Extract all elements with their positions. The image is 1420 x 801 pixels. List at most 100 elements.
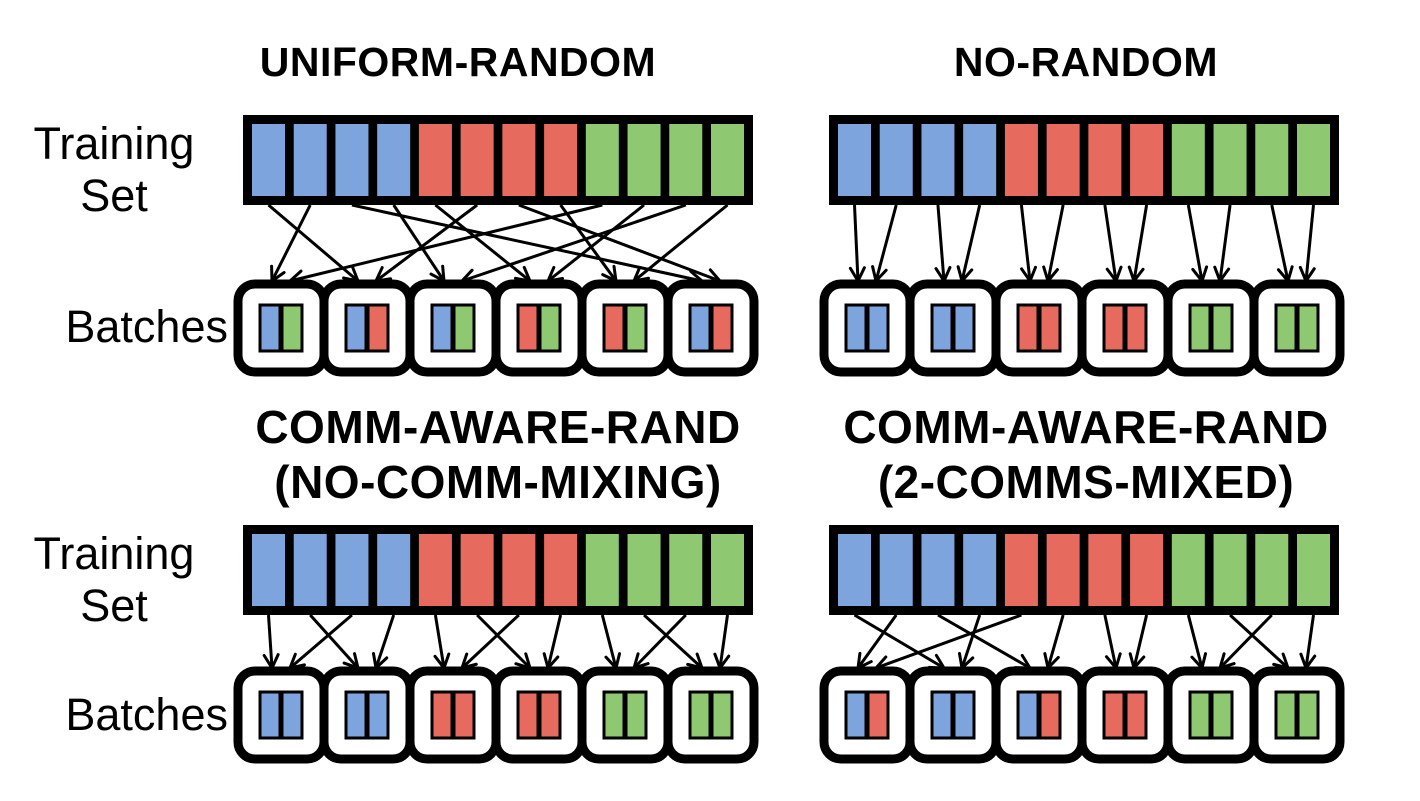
training-cell-green (667, 532, 705, 608)
assignment-arrow (720, 614, 728, 668)
batch-item-cell-green (1296, 303, 1320, 353)
batch-item-cell-blue (1016, 690, 1040, 740)
batch-item-cell-green (452, 303, 476, 353)
batch-item-cell-red (1102, 303, 1126, 353)
batch-item-cell-red (1124, 303, 1148, 353)
batch-item-cell-red (866, 690, 890, 740)
assignment-arrow (290, 203, 603, 281)
assignment-arrow (853, 613, 945, 668)
batch-item-cell-green (538, 303, 562, 353)
assignment-arrow (1270, 204, 1288, 281)
batch-item-cell-blue (430, 303, 454, 353)
assignment-arrow (1229, 613, 1288, 668)
batch-item-cell-green (1210, 690, 1234, 740)
batch-item-cell-red (1038, 690, 1062, 740)
training-cell-red (1128, 122, 1166, 198)
batch-item-cell-blue (366, 690, 390, 740)
training-set-label-top-line2: Set (80, 170, 148, 221)
batches-label-top: Batches (65, 301, 228, 352)
assignment-arrow (559, 204, 616, 281)
batch-item-cell-red (516, 303, 540, 353)
assignment-arrow (1048, 204, 1065, 281)
assignment-arrow (962, 204, 982, 281)
assignment-arrow (309, 613, 358, 668)
batch-item-cell-green (688, 690, 712, 740)
training-cell-green (625, 532, 663, 608)
assignment-arrow (518, 203, 720, 281)
assignment-arrow (876, 613, 1022, 668)
training-cell-red (500, 532, 538, 608)
assignment-arrow (376, 203, 479, 281)
training-cell-green (667, 122, 705, 198)
batch-item-cell-red (1016, 303, 1040, 353)
batch-item-cell-red (452, 690, 476, 740)
batch-item-cell-blue (258, 303, 282, 353)
training-cell-blue (836, 122, 873, 198)
assignment-arrow (1134, 204, 1149, 281)
batch-item-cell-blue (258, 690, 282, 740)
panel-title-comm-aware-no-mixing-line2: (NO-COMM-MIXING) (274, 456, 722, 508)
training-cell-blue (333, 532, 371, 608)
assignment-arrow (272, 204, 312, 281)
training-cell-green (1253, 532, 1291, 608)
batch-item-cell-red (1102, 690, 1126, 740)
batch-item-cell-green (624, 690, 648, 740)
batch-item-cell-red (366, 303, 390, 353)
panel-title-comm-aware-2-mixed-line1: COMM-AWARE-RAND (843, 401, 1329, 453)
assignment-arrow (1186, 204, 1202, 281)
training-cell-red (542, 532, 580, 608)
training-cell-green (1211, 532, 1249, 608)
batch-item-cell-green (1188, 303, 1212, 353)
batch-item-cell-red (602, 303, 626, 353)
assignment-arrow (937, 613, 1030, 668)
training-set-label-top: Training Set (0, 118, 228, 222)
batch-item-cell-red (516, 690, 540, 740)
batch-item-cell-blue (280, 690, 304, 740)
batch-item-cell-blue (952, 303, 976, 353)
training-set-label-top-line1: Training (33, 118, 195, 169)
training-cell-red (500, 122, 538, 198)
assignment-arrow (1134, 614, 1149, 668)
training-cell-red (1044, 122, 1082, 198)
training-cell-blue (375, 532, 413, 608)
panel-title-comm-aware-2-mixed-line2: (2-COMMS-MIXED) (877, 456, 1295, 508)
assignment-arrow (938, 204, 944, 281)
training-cell-green (1295, 122, 1332, 198)
training-cell-blue (877, 532, 915, 608)
batch-item-cell-green (710, 690, 734, 740)
assignment-arrow (855, 204, 859, 281)
training-cell-blue (250, 122, 287, 198)
assignment-arrow (1103, 614, 1116, 668)
training-cell-green (625, 122, 663, 198)
training-set-label-bottom-line1: Training (33, 528, 195, 579)
batch-item-cell-blue (344, 303, 368, 353)
training-cell-red (458, 122, 496, 198)
assignment-arrow (634, 613, 687, 668)
assignment-arrow (267, 203, 359, 281)
assignment-arrow (1220, 204, 1232, 281)
training-cell-blue (961, 532, 999, 608)
training-cell-red (1002, 122, 1040, 198)
assignment-arrow (1306, 204, 1314, 281)
training-cell-blue (961, 122, 999, 198)
training-cell-blue (291, 122, 329, 198)
training-cell-green (1169, 122, 1207, 198)
assignment-arrow (1186, 614, 1202, 668)
batch-item-cell-green (1210, 303, 1234, 353)
training-set-label-bottom-line2: Set (80, 580, 148, 631)
assignment-arrow (1103, 204, 1116, 281)
batch-item-cell-green (1188, 690, 1212, 740)
assignment-arrow (1220, 613, 1273, 668)
training-cell-green (1211, 122, 1249, 198)
assignment-arrow (476, 613, 530, 668)
assignment-arrow (548, 614, 563, 668)
assignment-arrow (962, 614, 982, 668)
training-cell-red (458, 532, 496, 608)
training-cell-red (1128, 532, 1166, 608)
panel-title-uniform-random: UNIFORM-RANDOM (259, 39, 657, 85)
assignment-arrow (876, 204, 898, 281)
panel-title-comm-aware-no-mixing-line1: COMM-AWARE-RAND (255, 401, 741, 453)
batch-item-cell-red (1038, 303, 1062, 353)
